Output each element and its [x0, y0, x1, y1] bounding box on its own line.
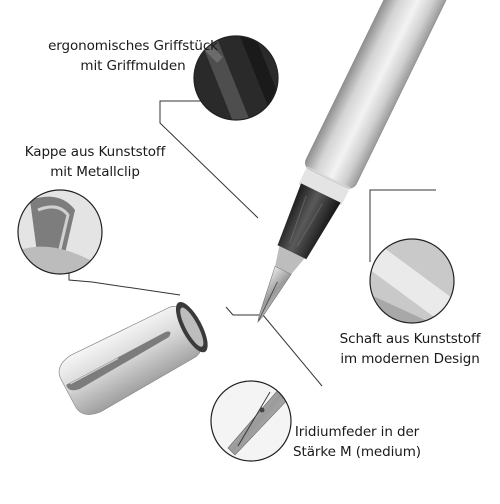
cap-callout-line2: mit Metallclip	[0, 162, 190, 182]
cap-callout-line1: Kappe aus Kunststoff	[0, 142, 190, 162]
pen-cap	[53, 294, 215, 421]
nib-callout-label: Iridiumfeder in der Stärke M (medium)	[282, 422, 432, 462]
grip-callout-label: ergonomisches Griffstück mit Griffmulden	[8, 36, 258, 76]
shaft-callout-label: Schaft aus Kunststoff im modernen Design	[322, 329, 498, 369]
nib-callout-line1: Iridiumfeder in der	[282, 422, 432, 442]
shaft-closeup-icon	[365, 235, 460, 330]
cap-leader-line	[69, 272, 180, 295]
grip-callout-line2: mit Griffmulden	[8, 56, 258, 76]
nib-leader-line	[226, 307, 322, 386]
shaft-callout-line1: Schaft aus Kunststoff	[322, 329, 498, 349]
grip-callout-line1: ergonomisches Griffstück	[8, 36, 258, 56]
shaft-callout-line2: im modernen Design	[322, 349, 498, 369]
cap-callout-label: Kappe aus Kunststoff mit Metallclip	[0, 142, 190, 182]
nib-callout-line2: Stärke M (medium)	[282, 442, 432, 462]
clip-closeup-icon	[15, 190, 115, 280]
